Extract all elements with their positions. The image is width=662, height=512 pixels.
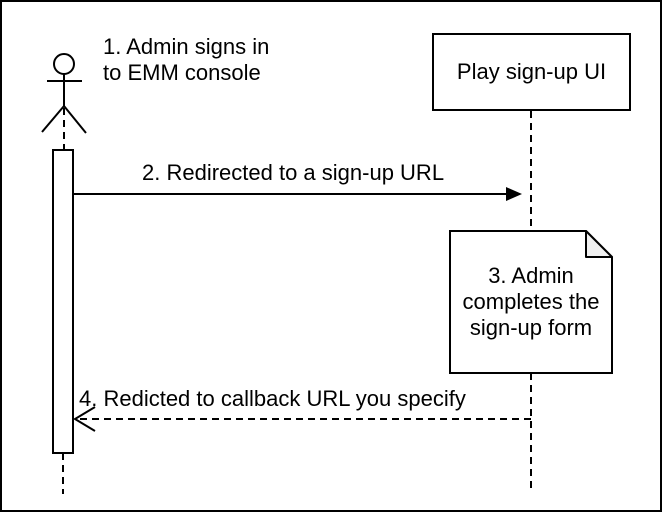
play-signup-ui-label: Play sign-up UI bbox=[456, 59, 607, 84]
message-4-label: 4. Redicted to callback URL you specify bbox=[79, 386, 466, 411]
note-outline bbox=[449, 230, 613, 374]
message-4-arrow bbox=[73, 406, 531, 432]
message-2-arrowhead-icon bbox=[506, 187, 522, 201]
message-2-label: 2. Redirected to a sign-up URL bbox=[142, 160, 445, 185]
message-4-arrowhead-icon bbox=[73, 406, 96, 432]
actor-label: 1. Admin signs in to EMM console bbox=[103, 34, 270, 85]
play-signup-ui-box: Play sign-up UI bbox=[432, 33, 631, 111]
actor-legs bbox=[41, 105, 87, 134]
activation-bar bbox=[52, 149, 74, 454]
note-box bbox=[449, 230, 613, 374]
note-label: 3. Admin completes the sign-up form bbox=[462, 263, 600, 340]
note-fold-icon bbox=[585, 230, 613, 258]
admin-actor-icon bbox=[41, 53, 87, 134]
message-2-arrow bbox=[73, 187, 522, 201]
actor-head bbox=[53, 53, 75, 75]
